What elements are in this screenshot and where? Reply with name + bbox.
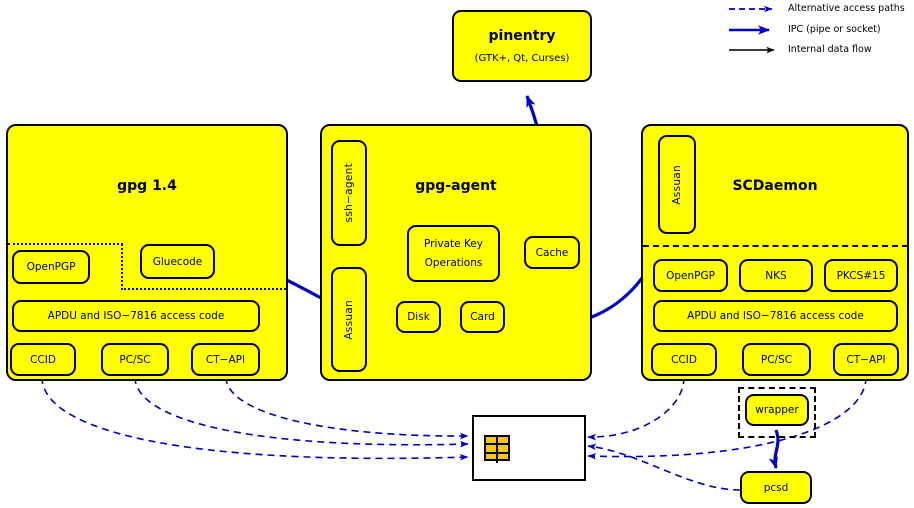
gpg-openpgp-label: OpenPGP bbox=[26, 261, 76, 273]
chip-contact-h4 bbox=[498, 452, 508, 454]
gpg-gluecode-label: Gluecode bbox=[152, 255, 203, 268]
scdaemon-driver-ctapi[interactable]: CT−API bbox=[833, 343, 899, 376]
chip-contact-h3 bbox=[498, 443, 508, 445]
gpg-openpgp-box[interactable]: OpenPGP bbox=[12, 250, 90, 284]
gpg-agent-title: gpg-agent bbox=[415, 178, 497, 194]
gpg-dotted-region-top bbox=[8, 243, 123, 245]
gpg-driver-pcsc[interactable]: PC/SC bbox=[101, 343, 169, 376]
ipc-wrapper-to-pcsd bbox=[768, 429, 780, 469]
scdaemon-app-pkcs15-label: PKCS#15 bbox=[836, 269, 886, 282]
scdaemon-dashed-separator bbox=[643, 245, 908, 247]
gpg-agent-private-key-ops-box[interactable]: Private Key Operations bbox=[407, 225, 500, 282]
gpg-driver-ctapi-label: CT−API bbox=[205, 353, 246, 366]
altpath-scdaemon-ccid-to-card bbox=[587, 376, 685, 441]
chip-contact-h1 bbox=[486, 443, 496, 445]
private-key-ops-line2: Operations bbox=[424, 257, 483, 269]
scdaemon-app-nks[interactable]: NKS bbox=[739, 259, 813, 292]
gpg-gluecode-box[interactable]: Gluecode bbox=[140, 244, 215, 279]
scdaemon-driver-pcsc[interactable]: PC/SC bbox=[742, 343, 811, 376]
scdaemon-driver-pcsc-label: PC/SC bbox=[760, 353, 793, 366]
pcsd-label: pcsd bbox=[763, 481, 789, 494]
gpg-agent-disk-label: Disk bbox=[407, 311, 430, 323]
altpath-gpg-ctapi-to-card bbox=[225, 376, 469, 440]
gpg-apdu-label: APDU and ISO−7816 access code bbox=[47, 310, 225, 322]
scdaemon-apdu-label: APDU and ISO−7816 access code bbox=[687, 310, 864, 322]
chip-contact-vertical bbox=[496, 437, 498, 463]
pcsd-box[interactable]: pcsd bbox=[740, 471, 812, 504]
gpg-agent-cache-box[interactable]: Cache bbox=[524, 236, 580, 269]
altpath-scdaemon-ctapi-to-card bbox=[587, 376, 867, 460]
scdaemon-app-openpgp[interactable]: OpenPGP bbox=[653, 259, 728, 292]
gpg-agent-ssh-agent-box[interactable]: ssh−agent bbox=[331, 140, 367, 246]
gpg-driver-ccid-label: CCID bbox=[30, 353, 56, 366]
gpg-dotted-region-vertical bbox=[121, 244, 123, 290]
gpg-dotted-region-bottom bbox=[121, 288, 286, 290]
scdaemon-driver-ctapi-label: CT−API bbox=[846, 353, 886, 366]
chip-contact-h2 bbox=[486, 452, 496, 454]
legend-label-alt-path: Alternative access paths bbox=[788, 3, 905, 14]
legend-label-internal-flow: Internal data flow bbox=[788, 44, 872, 55]
scdaemon-app-pkcs15[interactable]: PKCS#15 bbox=[824, 259, 898, 292]
gpg-title: gpg 1.4 bbox=[117, 178, 177, 194]
legend-label-ipc: IPC (pipe or socket) bbox=[788, 24, 881, 35]
gpg-agent-ssh-agent-label: ssh−agent bbox=[343, 163, 355, 223]
gpg-agent-assuan-label: Assuan bbox=[343, 299, 355, 340]
scdaemon-assuan-box[interactable]: Assuan bbox=[658, 135, 696, 234]
gpg-apdu-box[interactable]: APDU and ISO−7816 access code bbox=[12, 300, 260, 332]
altpath-gpg-ccid-to-card bbox=[41, 376, 469, 461]
gpg-agent-assuan-box[interactable]: Assuan bbox=[331, 267, 367, 372]
wrapper-dashed-region bbox=[738, 387, 816, 438]
wrapper-label: wrapper bbox=[755, 404, 799, 416]
scdaemon-title: SCDaemon bbox=[732, 178, 818, 194]
altpath-pcsd-to-card bbox=[587, 443, 741, 491]
altpath-gpg-pcsc-to-card bbox=[134, 376, 469, 448]
gpg-agent-disk-box[interactable]: Disk bbox=[396, 301, 441, 333]
scdaemon-app-openpgp-label: OpenPGP bbox=[666, 269, 715, 282]
gpg-agent-cache-label: Cache bbox=[535, 246, 569, 259]
scdaemon-apdu-box[interactable]: APDU and ISO−7816 access code bbox=[653, 300, 898, 332]
gpg-agent-card-box[interactable]: Card bbox=[460, 301, 505, 333]
pinentry-title: pinentry bbox=[488, 28, 556, 44]
gpg-driver-pcsc-label: PC/SC bbox=[119, 353, 151, 366]
gpg-driver-ctapi[interactable]: CT−API bbox=[191, 343, 260, 376]
pinentry-subtitle: (GTK+, Qt, Curses) bbox=[474, 53, 570, 64]
wrapper-box[interactable]: wrapper bbox=[745, 394, 809, 426]
gpg-driver-ccid[interactable]: CCID bbox=[10, 343, 76, 376]
pinentry-box[interactable]: pinentry (GTK+, Qt, Curses) bbox=[452, 10, 592, 82]
private-key-ops-line1: Private Key bbox=[424, 238, 483, 250]
smartcard[interactable] bbox=[472, 415, 586, 481]
scdaemon-driver-ccid-label: CCID bbox=[671, 353, 697, 366]
gpg-agent-card-label: Card bbox=[470, 311, 495, 323]
smartcard-chip bbox=[484, 435, 510, 463]
scdaemon-driver-ccid[interactable]: CCID bbox=[651, 343, 717, 376]
scdaemon-app-nks-label: NKS bbox=[765, 269, 787, 282]
scdaemon-assuan-label: Assuan bbox=[671, 164, 683, 205]
